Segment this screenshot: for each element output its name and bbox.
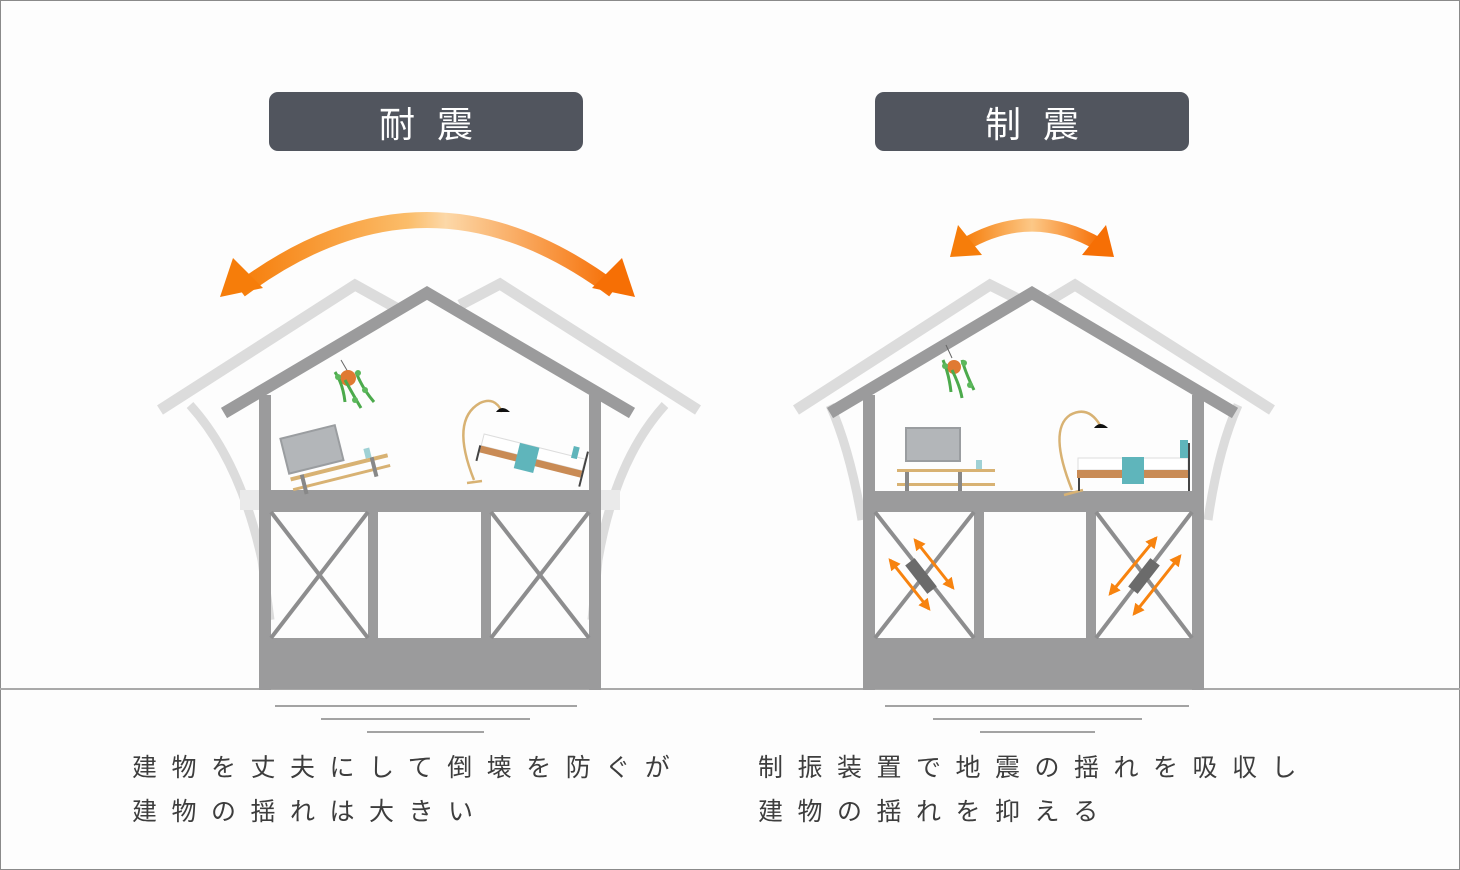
ground-vibration-lines bbox=[275, 705, 577, 733]
sway-arrow-head-left bbox=[950, 225, 982, 257]
post bbox=[1086, 512, 1096, 638]
damper-arrow bbox=[888, 558, 931, 611]
bed-icon bbox=[1077, 440, 1190, 491]
damper-device-right bbox=[1108, 536, 1182, 616]
damper-arrow bbox=[913, 538, 955, 590]
sway-arrow-head-left bbox=[220, 258, 263, 297]
caption-line: 制振装置で地震の揺れを吸収し bbox=[758, 753, 1312, 782]
sway-arrow-small bbox=[960, 218, 1104, 251]
floor-lamp-icon bbox=[462, 399, 510, 485]
tv-stand-icon bbox=[279, 423, 391, 495]
house-seishin bbox=[793, 218, 1275, 733]
foundation bbox=[259, 638, 601, 689]
hanging-plant-icon bbox=[941, 344, 976, 399]
caption-line: 建物の揺れを抑える bbox=[758, 797, 1113, 826]
caption-seishin: 制振装置で地震の揺れを吸収し 建物の揺れを抑える bbox=[758, 746, 1311, 834]
floor-beam bbox=[863, 491, 1204, 512]
sway-arrow-head-right bbox=[592, 258, 635, 297]
foundation bbox=[863, 638, 1204, 689]
title-seishin: 制震 bbox=[875, 92, 1189, 151]
title-seishin-text: 制震 bbox=[984, 104, 1101, 146]
post bbox=[368, 512, 378, 638]
floor-beam bbox=[259, 490, 601, 512]
sway-arrow-large bbox=[235, 212, 619, 297]
cross-brace-left bbox=[269, 510, 370, 640]
cross-brace-right bbox=[489, 510, 591, 640]
damper-device-left bbox=[888, 538, 955, 611]
hanging-plant-icon bbox=[333, 359, 376, 409]
wall-right bbox=[589, 395, 601, 690]
caption-taishin: 建物を丈夫にして倒壊を防ぐが 建物の揺れは大きい bbox=[132, 746, 684, 834]
wall-left bbox=[863, 395, 875, 690]
post bbox=[974, 512, 984, 638]
caption-line: 建物を丈夫にして倒壊を防ぐが bbox=[132, 753, 685, 782]
floor-lamp-icon bbox=[1058, 410, 1108, 497]
roof bbox=[220, 286, 636, 419]
caption-line: 建物の揺れは大きい bbox=[132, 797, 488, 826]
damper-arrow bbox=[1132, 554, 1182, 616]
ground-vibration-lines bbox=[885, 705, 1189, 733]
wall-right bbox=[1192, 395, 1204, 690]
bed-icon bbox=[475, 433, 589, 487]
post bbox=[481, 512, 491, 638]
title-taishin-text: 耐震 bbox=[378, 104, 495, 146]
wall-left bbox=[259, 395, 271, 690]
sway-arrow-head-right bbox=[1082, 225, 1114, 257]
house-taishin bbox=[157, 212, 701, 733]
tv-stand-icon bbox=[897, 427, 995, 491]
roof bbox=[826, 286, 1239, 419]
title-taishin: 耐震 bbox=[269, 92, 583, 151]
